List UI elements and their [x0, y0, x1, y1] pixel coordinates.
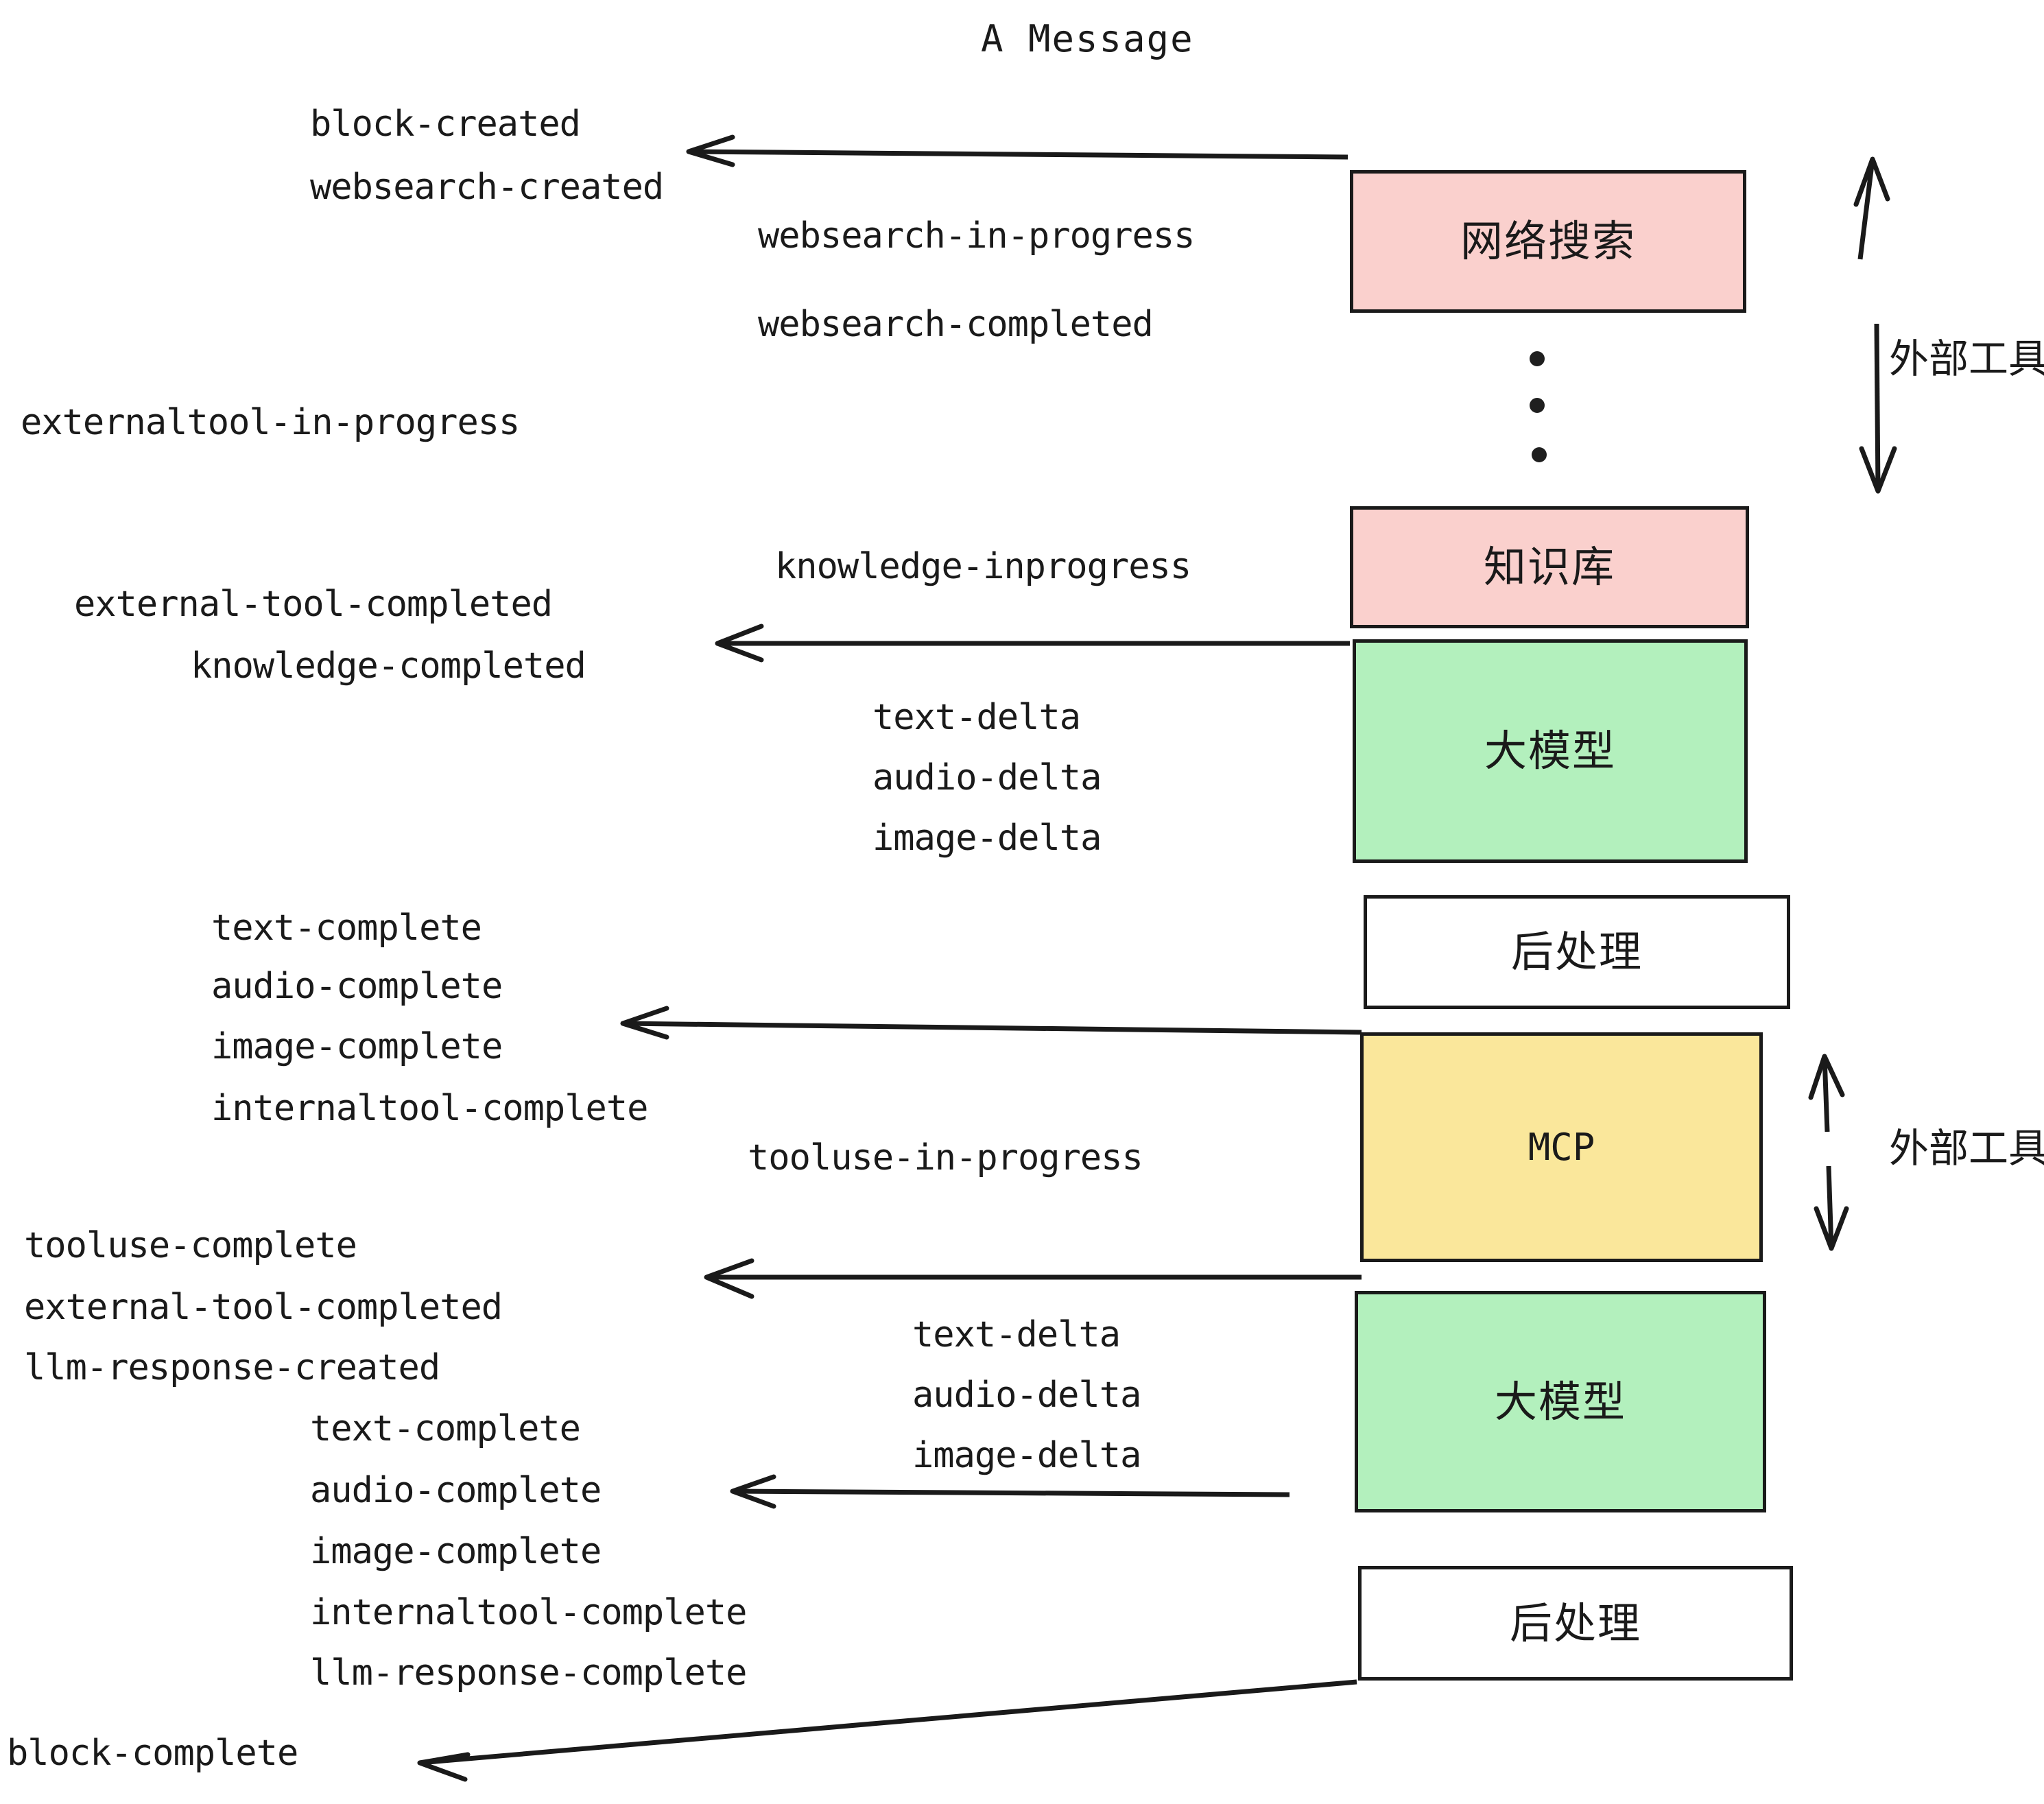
ellipsis-dot-3: [1532, 447, 1547, 462]
event-external-tool-completed-1: external-tool-completed: [74, 584, 553, 625]
page-title: A Message: [981, 17, 1194, 60]
arrow-external-tool-bottom: [1808, 1054, 1849, 1251]
node-llm-bottom[interactable]: 大模型: [1355, 1291, 1766, 1512]
event-internaltool-complete-2: internaltool-complete: [310, 1592, 747, 1633]
node-mcp-label: MCP: [1528, 1125, 1595, 1169]
node-websearch-label: 网络搜索: [1460, 216, 1636, 266]
event-knowledge-inprogress: knowledge-inprogress: [775, 546, 1191, 587]
event-websearch-in-progress: websearch-in-progress: [758, 215, 1195, 257]
arrow-llm-bottom-to-audio-complete: [730, 1474, 1290, 1509]
event-websearch-completed: websearch-completed: [758, 304, 1154, 345]
event-websearch-created: websearch-created: [310, 167, 664, 208]
node-llm-top-label: 大模型: [1484, 726, 1616, 776]
event-text-complete-2: text-complete: [310, 1408, 581, 1449]
node-llm-bottom-label: 大模型: [1494, 1376, 1626, 1427]
event-audio-complete-1: audio-complete: [211, 966, 503, 1007]
node-knowledge-label: 知识库: [1483, 542, 1615, 592]
event-audio-delta-2: audio-delta: [912, 1375, 1141, 1416]
ellipsis-dot-2: [1530, 398, 1545, 413]
event-audio-delta-1: audio-delta: [872, 757, 1102, 798]
event-tooluse-complete: tooluse-complete: [24, 1225, 357, 1266]
arrow-websearch-to-left: [686, 134, 1348, 167]
arrow-postproc-to-block-complete: [417, 1679, 1357, 1782]
event-image-complete-1: image-complete: [211, 1026, 503, 1067]
event-externaltool-in-progress: externaltool-in-progress: [21, 402, 520, 443]
node-postprocessing-top-label: 后处理: [1510, 927, 1643, 977]
node-mcp[interactable]: MCP: [1360, 1032, 1763, 1262]
event-audio-complete-2: audio-complete: [310, 1470, 602, 1511]
side-label-external-tool-top: 外部工具: [1889, 335, 2044, 382]
node-postprocessing-bottom[interactable]: 后处理: [1358, 1566, 1793, 1681]
side-label-external-tool-bottom: 外部工具: [1889, 1125, 2044, 1172]
event-external-tool-completed-2: external-tool-completed: [24, 1287, 503, 1328]
node-postprocessing-bottom-label: 后处理: [1509, 1598, 1641, 1648]
event-block-created: block-created: [310, 104, 581, 145]
node-websearch[interactable]: 网络搜索: [1350, 170, 1746, 313]
event-knowledge-completed: knowledge-completed: [191, 645, 586, 687]
event-llm-response-created: llm-response-created: [24, 1347, 440, 1388]
arrow-postproc-to-image-complete: [620, 1006, 1362, 1040]
ellipsis-dot-1: [1530, 351, 1545, 366]
event-text-delta-2: text-delta: [912, 1314, 1121, 1355]
node-knowledge[interactable]: 知识库: [1350, 506, 1749, 628]
node-postprocessing-top[interactable]: 后处理: [1364, 895, 1790, 1009]
event-tooluse-in-progress: tooluse-in-progress: [748, 1137, 1143, 1178]
event-image-delta-2: image-delta: [912, 1435, 1141, 1476]
arrow-knowledge-to-left: [715, 624, 1350, 663]
event-image-delta-1: image-delta: [872, 818, 1102, 859]
arrow-external-tool-top: [1853, 156, 1897, 494]
node-llm-top[interactable]: 大模型: [1353, 639, 1748, 863]
arrow-mcp-to-left: [704, 1258, 1362, 1299]
event-block-complete: block-complete: [7, 1733, 298, 1774]
event-internaltool-complete-1: internaltool-complete: [211, 1088, 648, 1129]
event-text-complete-1: text-complete: [211, 907, 482, 949]
event-image-complete-2: image-complete: [310, 1531, 602, 1572]
event-llm-response-complete: llm-response-complete: [310, 1652, 747, 1694]
event-text-delta-1: text-delta: [872, 697, 1081, 738]
